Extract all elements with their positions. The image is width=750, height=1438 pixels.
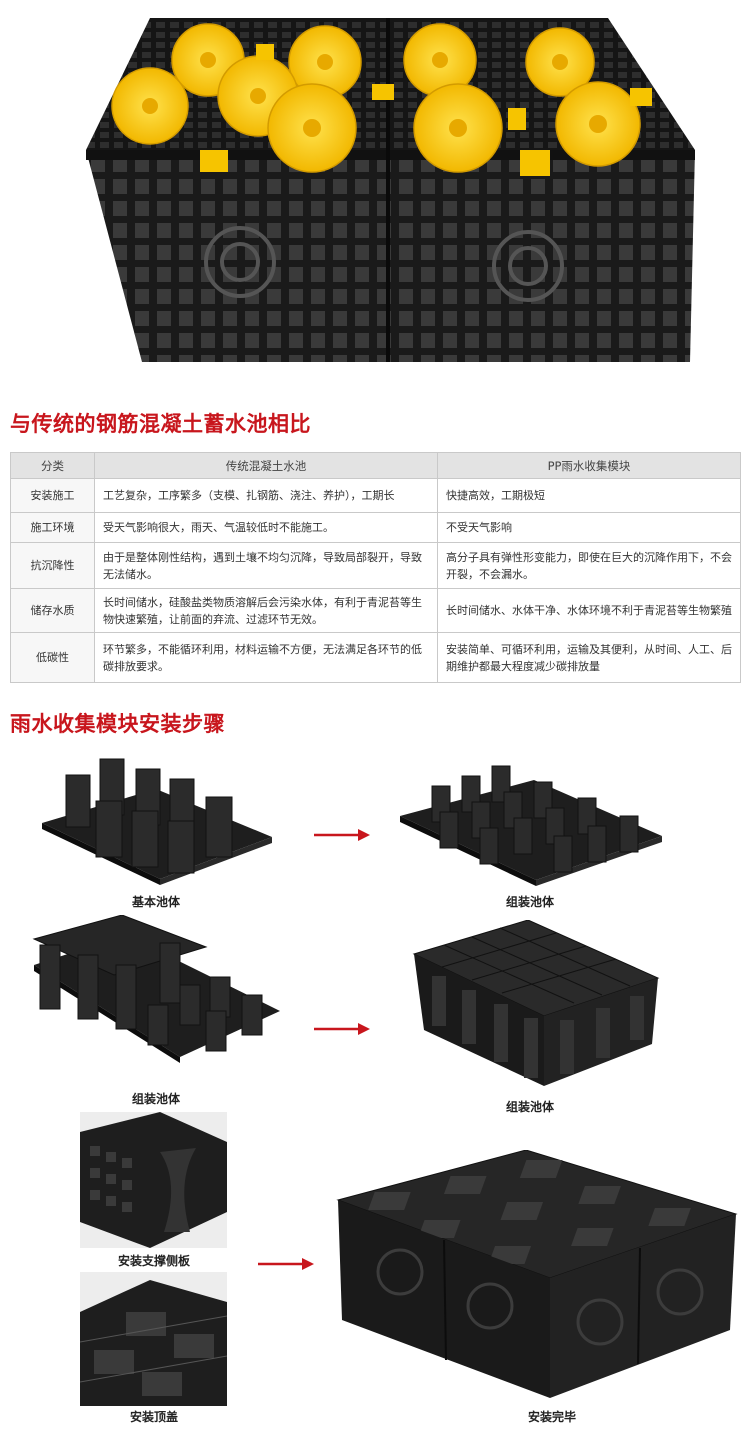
comparison-table: 分类 传统混凝土水池 PP雨水收集模块 安装施工 工艺复杂，工序繁多（支模、扎钢… xyxy=(10,452,741,683)
row-traditional: 受天气影响很大，雨天、气温较低时不能施工。 xyxy=(94,512,438,543)
row-pp: 快捷高效，工期极短 xyxy=(437,478,741,513)
step-full-layer-image xyxy=(412,920,660,1086)
row-pp: 高分子具有弹性形变能力，即使在巨大的沉降作用下，不会开裂，不会漏水。 xyxy=(437,542,741,589)
row-category: 抗沉降性 xyxy=(10,542,95,589)
table-row: 施工环境 受天气影响很大，雨天、气温较低时不能施工。 不受天气影响 xyxy=(10,512,741,543)
caption-install-complete: 安装完毕 xyxy=(527,1410,576,1424)
row-pp: 长时间储水、水体干净、水体环境不利于青泥苔等生物繁殖 xyxy=(437,588,741,633)
row-category: 低碳性 xyxy=(10,632,95,683)
table-row: 安装施工 工艺复杂，工序繁多（支模、扎钢筋、浇注、养护），工期长 快捷高效，工期… xyxy=(10,478,741,513)
caption-install-side-panel: 安装支撑侧板 xyxy=(117,1254,190,1268)
row-category: 安装施工 xyxy=(10,478,95,513)
step-basic-body-image xyxy=(42,758,272,885)
step-top-cover-image xyxy=(80,1272,227,1406)
row-traditional: 工艺复杂，工序繁多（支模、扎钢筋、浇注、养护），工期长 xyxy=(94,478,438,513)
step-side-panel-image xyxy=(80,1112,227,1248)
caption-assembled-body-3: 组装池体 xyxy=(505,1100,554,1114)
caption-basic-body: 基本池体 xyxy=(131,895,180,909)
row-traditional: 环节繁多，不能循环利用，材料运输不方便，无法满足各环节的低碳排放要求。 xyxy=(94,632,438,683)
table-header-row: 分类 传统混凝土水池 PP雨水收集模块 xyxy=(10,452,741,479)
step-completed-image xyxy=(336,1150,738,1398)
right-arrow-icon xyxy=(314,1023,370,1035)
caption-assembled-body-2: 组装池体 xyxy=(131,1092,180,1106)
comparison-section-title: 与传统的钢筋混凝土蓄水池相比 xyxy=(10,412,311,436)
caption-install-top-cover: 安装顶盖 xyxy=(129,1410,178,1424)
row-pp: 不受天气影响 xyxy=(437,512,741,543)
table-row: 低碳性 环节繁多，不能循环利用，材料运输不方便，无法满足各环节的低碳排放要求。 … xyxy=(10,632,741,683)
row-category: 储存水质 xyxy=(10,588,95,633)
row-traditional: 长时间储水，硅酸盐类物质溶解后会污染水体，有利于青泥苔等生物快速繁殖，让前面的弃… xyxy=(94,588,438,633)
header-pp-module: PP雨水收集模块 xyxy=(437,452,741,479)
install-steps-section-title: 雨水收集模块安装步骤 xyxy=(10,712,225,736)
row-pp: 安装简单、可循环利用，运输及其便利，从时间、人工、后期维护都最大程度减少碳排放量 xyxy=(437,632,741,683)
rainwater-module-illustration xyxy=(86,18,695,362)
header-traditional: 传统混凝土水池 xyxy=(94,452,438,479)
step-assembled-body-image xyxy=(400,765,662,886)
caption-assembled-body-1: 组装池体 xyxy=(505,895,554,909)
table-row: 储存水质 长时间储水，硅酸盐类物质溶解后会污染水体，有利于青泥苔等生物快速繁殖，… xyxy=(10,588,741,633)
step-partial-assembly-image xyxy=(32,915,280,1063)
row-traditional: 由于是整体刚性结构，遇到土壤不均匀沉降，导致局部裂开，导致无法储水。 xyxy=(94,542,438,589)
header-category: 分类 xyxy=(10,452,95,479)
right-arrow-icon xyxy=(258,1258,314,1270)
table-row: 抗沉降性 由于是整体刚性结构，遇到土壤不均匀沉降，导致局部裂开，导致无法储水。 … xyxy=(10,542,741,589)
hero-product-photo xyxy=(0,0,750,396)
right-arrow-icon xyxy=(314,829,370,841)
row-category: 施工环境 xyxy=(10,512,95,543)
